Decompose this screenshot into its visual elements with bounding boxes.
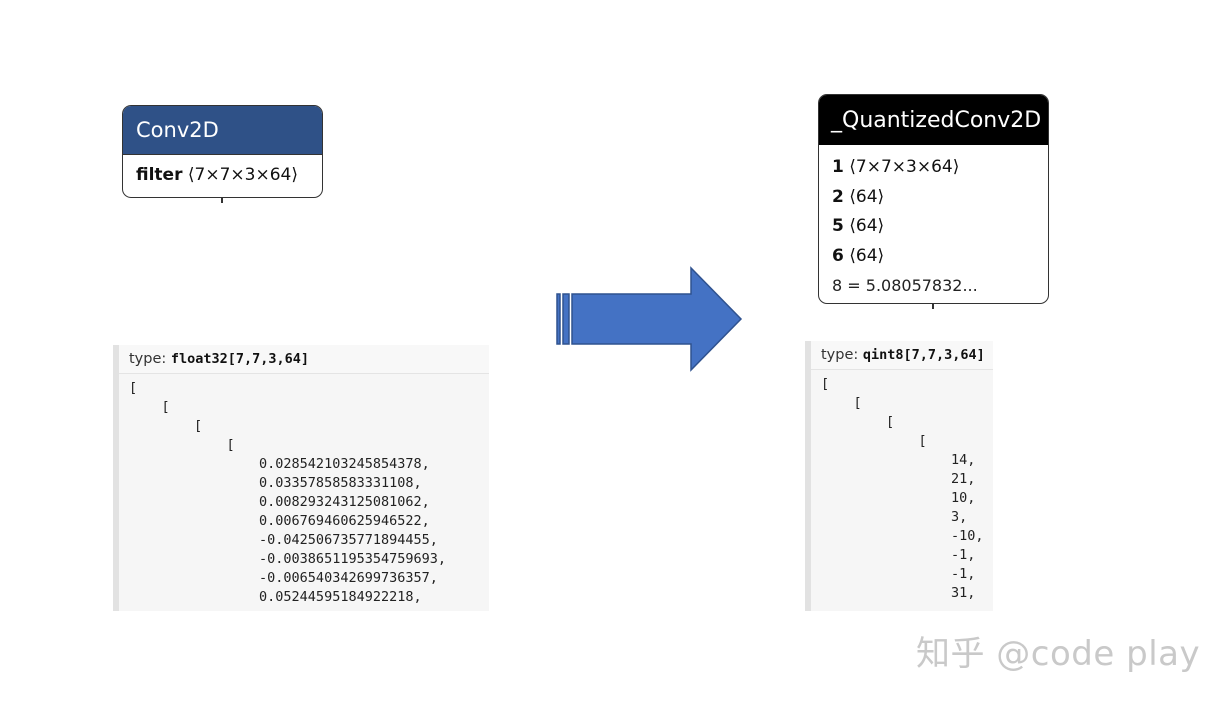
- conv2d-filter-row: filter ⟨7×7×3×64⟩: [123, 155, 322, 185]
- quantized-conv2d-inputs: 1 ⟨7×7×3×64⟩ 2 ⟨64⟩ 5 ⟨64⟩ 6 ⟨64⟩ 8 = 5.…: [819, 145, 1048, 301]
- tensor-line: 0.028542103245854378,: [129, 456, 430, 472]
- tensor-line: -0.006540342699736357,: [129, 570, 438, 586]
- tensor-line: [: [821, 395, 862, 411]
- arrow-stripe: [562, 293, 570, 345]
- filter-attr-name: filter: [136, 165, 183, 185]
- qint-tensor-values: [ [ [ [ 14, 21, 10, 3, -10, -1,: [811, 370, 993, 603]
- type-label: type:: [821, 347, 859, 363]
- input-row: 2 ⟨64⟩: [832, 183, 1048, 213]
- input-shape: ⟨7×7×3×64⟩: [849, 157, 960, 177]
- input-shape: ⟨64⟩: [849, 186, 885, 207]
- watermark: 知乎 @code play: [916, 634, 1201, 674]
- float-tensor-values: [ [ [ [ 0.028542103245854378, 0.03357858…: [119, 374, 489, 607]
- tensor-line: [: [129, 380, 138, 396]
- arrow-body: [571, 266, 743, 372]
- input-name: 1: [832, 157, 844, 177]
- input-shape: ⟨64⟩: [849, 216, 885, 236]
- qint-tensor-panel[interactable]: type: qint8[7,7,3,64] [ [ [ [ 14, 21, 10…: [805, 341, 993, 611]
- input-row: 5 ⟨64⟩: [832, 212, 1048, 242]
- tensor-line: 0.05244595184922218,: [129, 589, 422, 605]
- conv2d-output-connector: [221, 197, 223, 203]
- right-arrow-icon: [556, 266, 743, 372]
- attribute-row: 8 = 5.08057832...: [832, 276, 978, 295]
- tensor-line: -0.0038651195354759693,: [129, 551, 446, 567]
- conv2d-node[interactable]: Conv2D filter ⟨7×7×3×64⟩: [122, 105, 323, 198]
- input-name: 6: [832, 245, 844, 266]
- qint-tensor-type: type: qint8[7,7,3,64]: [811, 341, 993, 370]
- tensor-line: -10,: [821, 528, 984, 544]
- tensor-line: 0.03357858583331108,: [129, 475, 422, 491]
- tensor-line: 21,: [821, 471, 976, 487]
- conv2d-node-title: Conv2D: [123, 106, 322, 155]
- quantized-conv2d-node-title: _QuantizedConv2D: [819, 95, 1048, 145]
- type-label: type:: [129, 351, 167, 367]
- tensor-line: [: [821, 376, 830, 392]
- tensor-line: 31,: [821, 585, 976, 601]
- tensor-line: [: [821, 433, 927, 449]
- tensor-line: [: [129, 437, 235, 453]
- tensor-line: 0.008293243125081062,: [129, 494, 430, 510]
- type-value: float32[7,7,3,64]: [170, 351, 310, 367]
- input-row: 1 ⟨7×7×3×64⟩: [832, 153, 1048, 183]
- tensor-line: [: [821, 414, 895, 430]
- filter-attr-value: ⟨7×7×3×64⟩: [187, 165, 298, 185]
- arrow-stripe: [556, 293, 561, 345]
- float-tensor-panel[interactable]: type: float32[7,7,3,64] [ [ [ [ 0.028542…: [113, 345, 489, 611]
- type-value: qint8[7,7,3,64]: [862, 347, 985, 363]
- tensor-line: 0.006769460625946522,: [129, 513, 430, 529]
- quantized-output-connector: [932, 303, 934, 309]
- tensor-line: [: [129, 399, 170, 415]
- tensor-line: -1,: [821, 566, 976, 582]
- input-name: 2: [832, 186, 844, 207]
- input-name: 5: [832, 216, 844, 236]
- float-tensor-type: type: float32[7,7,3,64]: [119, 345, 489, 374]
- quantized-conv2d-node[interactable]: _QuantizedConv2D 1 ⟨7×7×3×64⟩ 2 ⟨64⟩ 5 ⟨…: [818, 94, 1049, 304]
- tensor-line: [: [129, 418, 203, 434]
- tensor-line: 14,: [821, 452, 976, 468]
- tensor-line: -0.042506735771894455,: [129, 532, 438, 548]
- tensor-line: -1,: [821, 547, 976, 563]
- tensor-line: 3,: [821, 509, 968, 525]
- input-row: 6 ⟨64⟩: [832, 242, 1048, 272]
- tensor-line: 10,: [821, 490, 976, 506]
- input-shape: ⟨64⟩: [849, 245, 885, 266]
